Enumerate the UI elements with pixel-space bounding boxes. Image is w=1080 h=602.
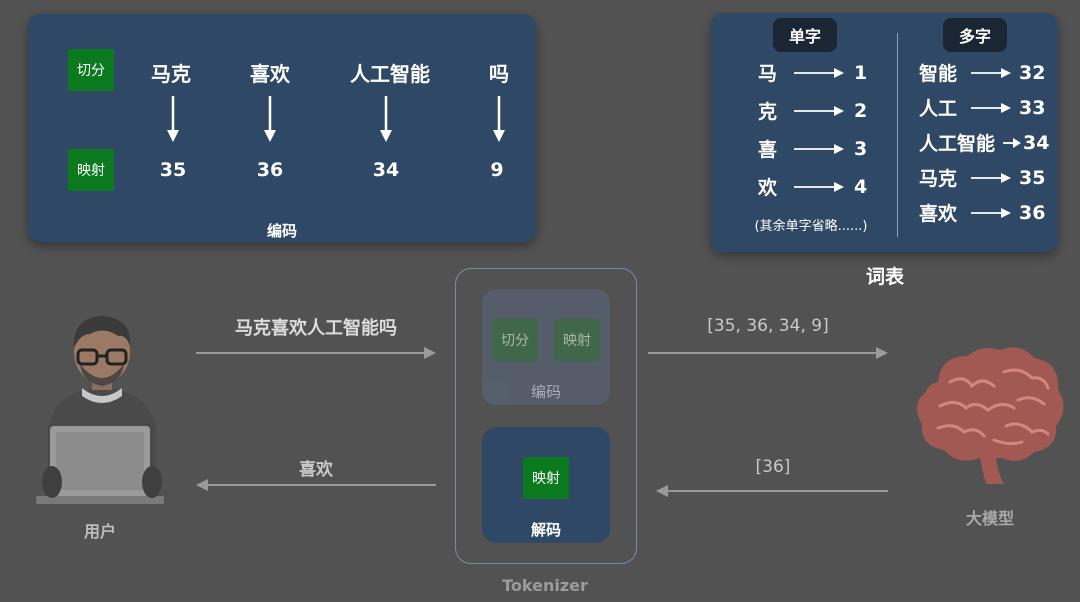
vocab-key: 欢 bbox=[758, 177, 778, 199]
right-arrow-icon bbox=[794, 105, 844, 116]
tokenizer-split-tag: 切分 bbox=[492, 319, 538, 361]
user-label: 用户 bbox=[83, 522, 116, 541]
right-arrow-icon bbox=[971, 207, 1011, 218]
vocab-value: 36 bbox=[1019, 201, 1046, 224]
omitted-note: (其余单字省略......) bbox=[754, 219, 868, 234]
ids-in-arrow-icon bbox=[656, 485, 888, 497]
vocab-key: 人工 bbox=[919, 98, 958, 120]
tokenizer-decode-box: 映射 解码 bbox=[482, 427, 610, 543]
right-arrow-icon bbox=[971, 67, 1011, 78]
input-text: 马克喜欢人工智能吗 bbox=[235, 318, 397, 339]
vocab-value: 1 bbox=[854, 61, 868, 84]
tokenizer-frame bbox=[455, 268, 637, 564]
token-text: 马克 bbox=[151, 62, 191, 86]
multi-char-header: 多字 bbox=[943, 18, 1007, 52]
right-arrow-icon bbox=[1003, 137, 1021, 148]
vocab-key: 克 bbox=[758, 101, 778, 123]
token-id: 34 bbox=[372, 159, 400, 181]
tokenizer-label: Tokenizer bbox=[502, 576, 588, 595]
vocab-entry-single: 马 1 bbox=[758, 59, 867, 86]
column-divider bbox=[897, 33, 898, 237]
tokenizer-encode-caption: 编码 bbox=[530, 383, 561, 401]
vocab-entry-multi: 马克 35 bbox=[919, 164, 1045, 191]
vocab-entry-single: 欢 4 bbox=[758, 173, 867, 200]
vocab-entry-multi: 喜欢 36 bbox=[919, 199, 1045, 226]
vocab-value: 33 bbox=[1019, 96, 1046, 119]
tokenizer-encode-box: 切分 映射 编码 bbox=[482, 289, 610, 405]
tokenizer-decode-caption: 解码 bbox=[530, 521, 561, 539]
encode-panel: 切分 映射 马克 喜欢 人工智能 吗 35 36 34 9 编码 bbox=[28, 14, 536, 242]
vocab-value: 2 bbox=[854, 99, 868, 122]
user-icon bbox=[36, 316, 164, 504]
token-id: 35 bbox=[159, 159, 187, 181]
tag-map: 映射 bbox=[68, 149, 114, 191]
token-text: 人工智能 bbox=[350, 62, 430, 86]
vocab-panel: 单字 多字 马 1 克 2 喜 3 欢 4 (其余单字省略......) 智能 … bbox=[711, 13, 1058, 252]
output-text: 喜欢 bbox=[299, 460, 333, 480]
right-arrow-icon bbox=[971, 172, 1011, 183]
vocab-value: 3 bbox=[854, 137, 868, 160]
tokenizer-map-tag: 映射 bbox=[554, 319, 600, 361]
input-arrow-icon bbox=[196, 347, 436, 359]
down-arrow-icon bbox=[167, 96, 179, 142]
token-text: 吗 bbox=[489, 62, 509, 86]
vocab-entry-multi: 人工 33 bbox=[919, 94, 1045, 121]
vocab-key: 马克 bbox=[919, 168, 958, 190]
vocab-entry-single: 克 2 bbox=[758, 97, 867, 124]
down-arrow-icon bbox=[380, 96, 392, 142]
ids-in-text: [36] bbox=[755, 457, 791, 477]
vocab-entry-multi: 人工智能 34 bbox=[919, 129, 1049, 156]
vocab-key: 人工智能 bbox=[919, 133, 996, 155]
right-arrow-icon bbox=[794, 143, 844, 154]
tokenizer-decode-map-tag: 映射 bbox=[523, 457, 569, 499]
right-arrow-icon bbox=[794, 67, 844, 78]
vocab-key: 喜 bbox=[758, 139, 778, 161]
vocab-caption: 词表 bbox=[865, 266, 904, 288]
vocab-value: 34 bbox=[1023, 131, 1050, 154]
single-char-header: 单字 bbox=[773, 18, 837, 52]
output-arrow-icon bbox=[196, 479, 436, 491]
down-arrows bbox=[167, 96, 505, 142]
tag-split: 切分 bbox=[68, 49, 114, 91]
ids-out-arrow-icon bbox=[648, 347, 888, 359]
model-label: 大模型 bbox=[965, 509, 1014, 528]
encode-caption: 编码 bbox=[266, 222, 297, 240]
brain-icon bbox=[916, 347, 1064, 484]
vocab-key: 喜欢 bbox=[919, 203, 958, 225]
vocab-value: 4 bbox=[854, 175, 868, 198]
vocab-key: 智能 bbox=[919, 63, 958, 85]
ids-out-text: [35, 36, 34, 9] bbox=[707, 316, 829, 336]
token-id: 9 bbox=[490, 159, 504, 181]
token-text: 喜欢 bbox=[250, 62, 290, 86]
vocab-value: 35 bbox=[1019, 166, 1046, 189]
down-arrow-icon bbox=[493, 96, 505, 142]
vocab-entry-multi: 智能 32 bbox=[919, 59, 1045, 86]
vocab-entry-single: 喜 3 bbox=[758, 135, 867, 162]
down-arrow-icon bbox=[264, 96, 276, 142]
vocab-value: 32 bbox=[1019, 61, 1046, 84]
token-id: 36 bbox=[256, 159, 284, 181]
right-arrow-icon bbox=[971, 102, 1011, 113]
right-arrow-icon bbox=[794, 181, 844, 192]
vocab-key: 马 bbox=[758, 63, 778, 85]
